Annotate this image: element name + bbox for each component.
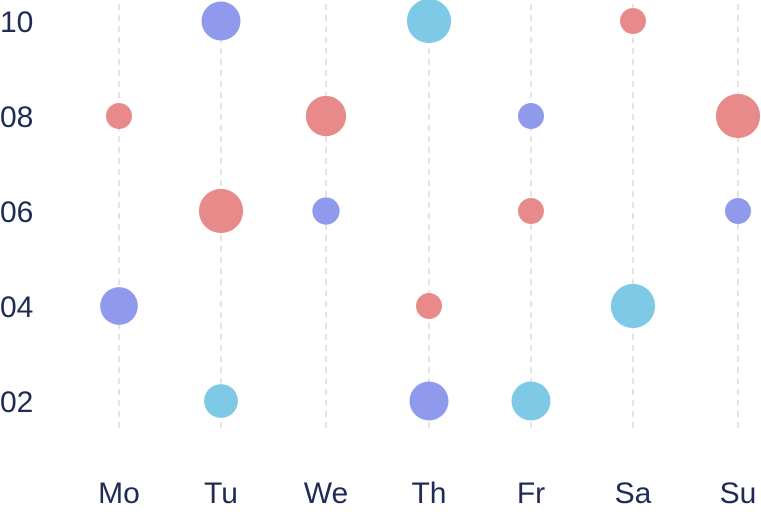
y-tick-label: 04 <box>0 291 33 324</box>
y-tick-label: 10 <box>0 6 33 39</box>
x-axis: Mo Tu We Th Fr Sa Su <box>98 477 756 510</box>
x-tick-label: Fr <box>517 477 545 510</box>
x-tick-label: Mo <box>98 477 140 510</box>
y-axis: 10 08 06 04 02 <box>0 6 33 419</box>
bubble-fr-06 <box>518 198 544 224</box>
bubble-th-02 <box>409 381 449 421</box>
x-tick-label: Th <box>411 477 446 510</box>
x-tick-label: Sa <box>615 477 652 510</box>
y-tick-label: 08 <box>0 101 33 134</box>
bubble-th-04 <box>416 293 442 319</box>
y-tick-label: 02 <box>0 386 33 419</box>
bubble-th-10 <box>406 0 452 44</box>
bubble-mo-04 <box>100 287 138 325</box>
bubbles <box>100 0 761 421</box>
y-tick-label: 06 <box>0 196 33 229</box>
x-tick-label: Su <box>720 477 757 510</box>
bubble-fr-08 <box>518 103 544 129</box>
bubble-sa-10 <box>620 8 646 34</box>
bubble-we-08 <box>305 95 347 137</box>
bubble-we-06 <box>312 197 340 225</box>
bubble-tu-10 <box>201 1 241 41</box>
bubble-sa-04 <box>610 283 656 329</box>
x-tick-label: We <box>304 477 348 510</box>
bubble-tu-02 <box>204 384 238 418</box>
x-tick-label: Tu <box>204 477 238 510</box>
bubble-fr-02 <box>511 381 551 421</box>
bubble-mo-08 <box>106 103 132 129</box>
bubble-tu-06 <box>198 188 244 234</box>
bubble-su-08 <box>715 93 761 139</box>
bubble-su-06 <box>725 198 751 224</box>
